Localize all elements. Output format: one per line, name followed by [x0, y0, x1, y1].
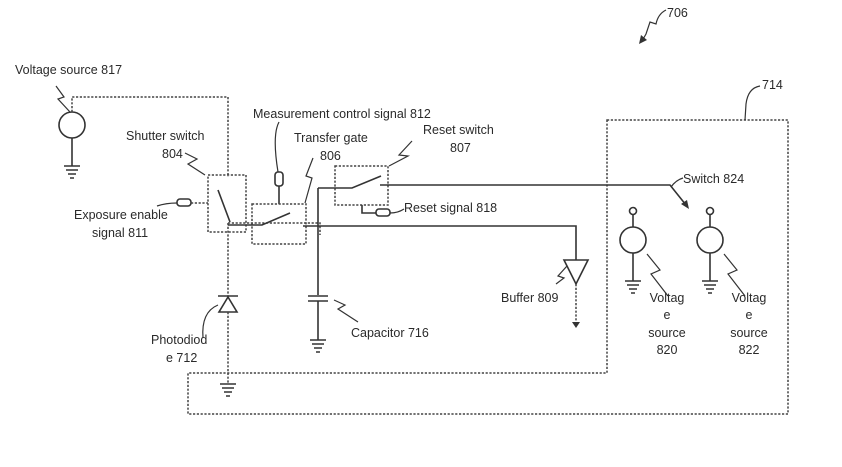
reset-signal-818: Reset signal 818 — [361, 201, 497, 217]
module-714-boundary: 714 — [187, 78, 789, 415]
signal-terminal-icon — [375, 208, 391, 217]
capacitor-label: Capacitor 716 — [351, 326, 429, 340]
vs822-label-1: Voltag — [732, 291, 767, 305]
switch-blade-icon — [228, 212, 291, 226]
reset-signal-label: Reset signal 818 — [404, 201, 497, 215]
photodiode-lead — [202, 304, 219, 339]
wire-817-to-shutter — [71, 96, 229, 177]
terminal-icon — [628, 206, 638, 216]
vs820-label-2: e — [664, 308, 671, 322]
reset-switch-807: Reset switch 807 — [334, 123, 689, 209]
transfer-gate-806: Transfer gate 806 — [228, 131, 368, 245]
transfer-gate-box — [251, 203, 307, 245]
vs822-label-4: 822 — [739, 343, 760, 357]
figure-ref-lead — [641, 9, 667, 42]
voltage-source-817-lead — [55, 85, 71, 113]
lead — [156, 202, 178, 207]
lead — [389, 208, 405, 214]
reset-switch-label-2: 807 — [450, 141, 471, 155]
exposure-enable-label-2: signal 811 — [92, 226, 148, 240]
ground-icon — [310, 339, 326, 353]
reset-switch-lead — [388, 140, 413, 167]
exposure-enable-signal-811: Exposure enable signal 811 — [74, 198, 208, 240]
photodiode-label-1: Photodiod — [151, 333, 207, 347]
lead — [274, 121, 280, 173]
switch-blade-icon — [217, 189, 231, 223]
vs822-label-3: source — [730, 326, 768, 340]
voltage-source-icon — [619, 226, 647, 254]
shutter-switch-label-2: 804 — [162, 147, 183, 161]
vs820-label-4: 820 — [657, 343, 678, 357]
figure-reference-706: 706 — [639, 6, 688, 44]
measurement-control-signal-812: Measurement control signal 812 — [253, 107, 431, 204]
signal-terminal-icon — [274, 171, 284, 187]
switch-blade-icon — [335, 175, 382, 189]
voltage-source-817-label: Voltage source 817 — [15, 63, 122, 77]
photodiode-icon — [217, 295, 239, 313]
transfer-gate-label-1: Transfer gate — [294, 131, 368, 145]
voltage-source-820-lead — [646, 253, 669, 297]
vs820-label-1: Voltag — [650, 291, 685, 305]
wire — [361, 205, 376, 214]
ground-icon — [220, 383, 236, 397]
ground-icon — [64, 165, 80, 179]
lead — [670, 177, 684, 188]
photodiode-label-2: e 712 — [166, 351, 197, 365]
transfer-gate-label-2: 806 — [320, 149, 341, 163]
module-label-lead — [744, 85, 761, 121]
vs822-label-2: e — [746, 308, 753, 322]
voltage-source-icon — [696, 226, 724, 254]
output-arrow-icon — [572, 322, 580, 328]
dashed-module-box — [187, 119, 789, 415]
signal-terminal-icon — [176, 198, 192, 207]
figure-ref-label: 706 — [667, 6, 688, 20]
voltage-source-820: Voltag e source 820 — [619, 206, 686, 357]
buffer-label: Buffer 809 — [501, 291, 559, 305]
capacitor-716: Capacitor 716 — [308, 295, 429, 353]
wire-reset-to-switch-824 — [380, 184, 687, 206]
exposure-enable-label-1: Exposure enable — [74, 208, 168, 222]
reset-switch-label-1: Reset switch — [423, 123, 494, 137]
buffer-lead — [555, 265, 568, 285]
capacitor-icon — [308, 295, 328, 302]
capacitor-lead — [333, 299, 359, 323]
buffer-icon — [562, 259, 590, 286]
shutter-switch-804: Shutter switch 804 — [126, 129, 247, 233]
wire-shutter-to-transfer — [228, 222, 321, 235]
ground-icon — [702, 280, 718, 294]
measurement-control-label: Measurement control signal 812 — [253, 107, 431, 121]
module-label: 714 — [762, 78, 783, 92]
shutter-switch-label-1: Shutter switch — [126, 129, 205, 143]
transfer-gate-lead — [304, 157, 314, 204]
switch-824: Switch 824 — [670, 172, 744, 188]
arrowhead-icon — [639, 35, 647, 44]
switch-824-label: Switch 824 — [683, 172, 744, 186]
ground-icon — [625, 280, 641, 294]
terminal-icon — [705, 206, 715, 216]
photodiode-712: Photodiod e 712 — [151, 295, 239, 397]
voltage-source-icon — [58, 111, 86, 139]
vs820-label-3: source — [648, 326, 686, 340]
buffer-809: Buffer 809 — [501, 259, 590, 328]
voltage-source-817: Voltage source 817 — [15, 63, 229, 179]
voltage-source-822-lead — [723, 253, 746, 297]
wire-to-buffer — [303, 225, 577, 260]
arrowhead-icon — [681, 200, 689, 209]
voltage-source-822: Voltag e source 822 — [696, 206, 768, 357]
shutter-switch-lead — [184, 152, 206, 176]
